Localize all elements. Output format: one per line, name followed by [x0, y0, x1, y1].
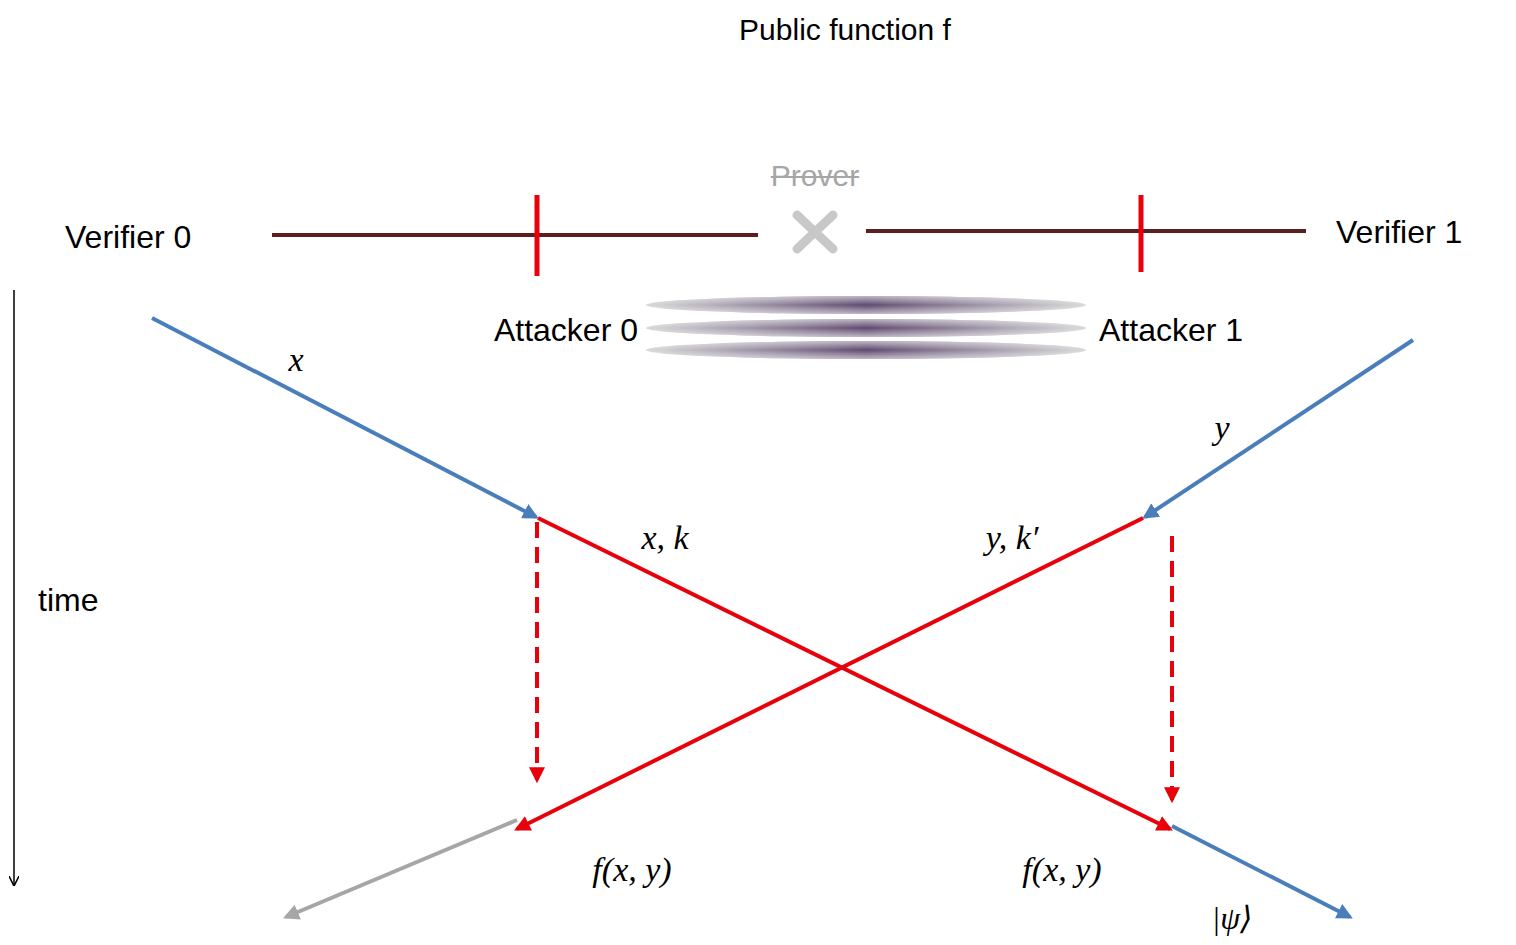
attacker-label: Attacker 1: [1099, 312, 1243, 349]
prover-label: Prover: [771, 159, 859, 194]
verifier-label: Verifier 1: [1336, 214, 1462, 251]
answer-1: [1172, 826, 1350, 917]
message-x: [152, 318, 536, 517]
answer-label: f(x, y): [1022, 850, 1101, 889]
attacker-marks: [537, 195, 1141, 276]
attacker-0-mark: [535, 195, 540, 276]
answer-label: f(x, y): [592, 850, 671, 889]
prover-cross: [797, 215, 833, 249]
message-y: [1145, 340, 1413, 517]
time-axis: [13, 290, 15, 884]
forward-y-k: [517, 518, 1143, 829]
position-line-right: [866, 229, 1306, 233]
kept-copy-1: [1170, 536, 1174, 800]
position-line-left: [272, 233, 758, 237]
attacker-label: Attacker 0: [494, 312, 638, 349]
position-line: [272, 231, 1306, 235]
verifier-label: Verifier 0: [65, 219, 191, 256]
message-label: x: [288, 340, 303, 379]
message-label: x, k: [641, 518, 688, 557]
forward-x-k: [538, 518, 1170, 829]
answer-0: [286, 820, 517, 917]
message-label: y: [1214, 408, 1229, 447]
axis-label: time: [38, 582, 98, 619]
entanglement: [646, 296, 1086, 359]
attacker-1-mark: [1139, 195, 1144, 272]
diagram-title: Public function f: [739, 13, 951, 48]
kept-copy-0: [535, 522, 539, 780]
state-label: |ψ⟩: [1211, 900, 1252, 937]
message-label: y, k′: [986, 518, 1039, 557]
